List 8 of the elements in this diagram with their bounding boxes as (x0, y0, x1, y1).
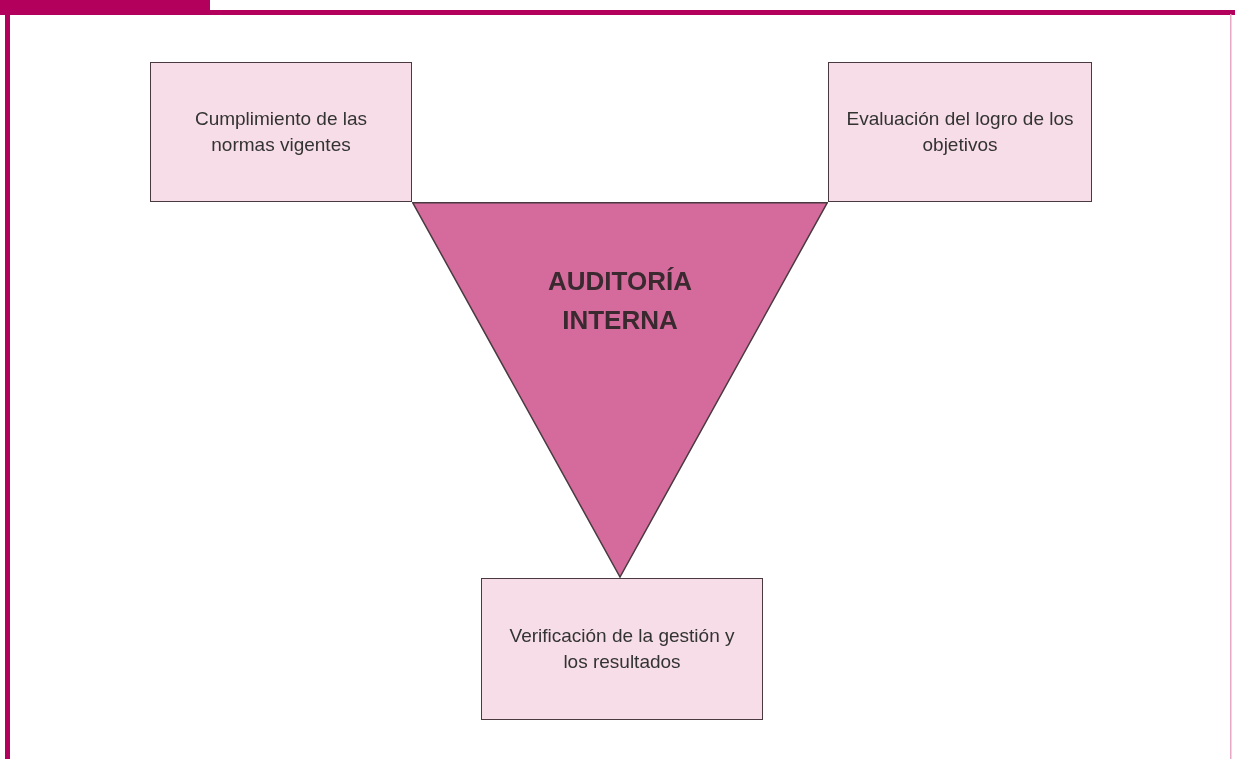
center-title: AUDITORÍA INTERNA (547, 265, 693, 337)
box-text: Evaluación del logro de los objetivos (845, 107, 1075, 157)
triangle-shape (412, 202, 828, 578)
box-text: Cumplimiento de las normas vigentes (193, 107, 369, 157)
text-box (150, 62, 412, 202)
text-box (481, 578, 763, 720)
box-text: Verificación de la gestión y los resultados (508, 624, 736, 674)
text-box (828, 62, 1092, 202)
